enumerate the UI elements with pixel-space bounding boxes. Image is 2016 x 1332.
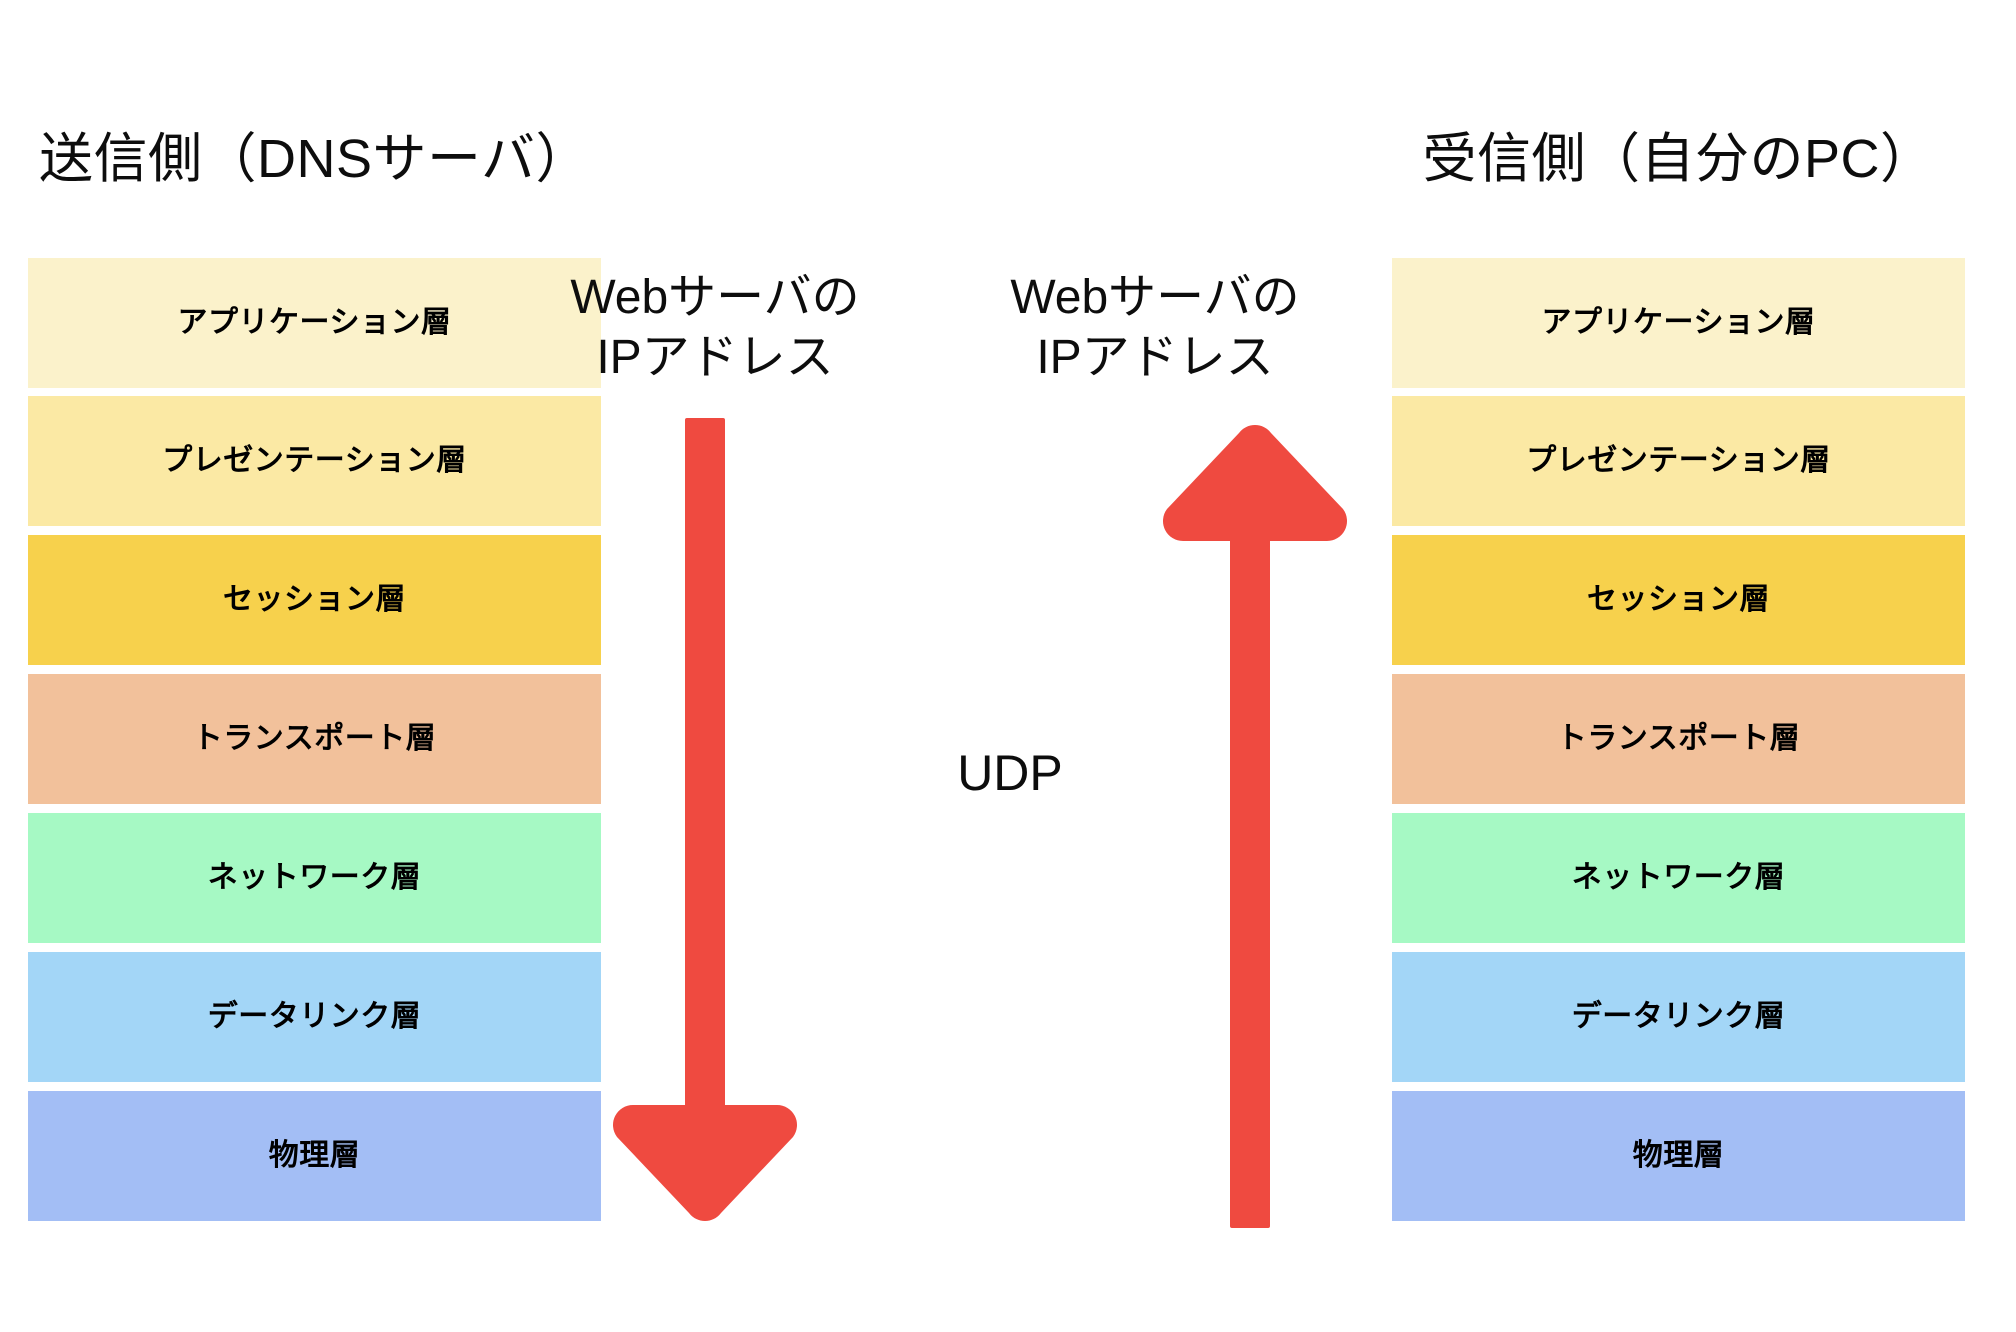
- receiver-layer-application[interactable]: アプリケーション層: [1392, 258, 1965, 388]
- sender-layer-presentation[interactable]: プレゼンテーション層: [28, 396, 601, 526]
- layer-label: トランスポート層: [192, 722, 437, 755]
- receiver-layer-stack: アプリケーション層 プレゼンテーション層 セッション層 トランスポート層 ネット…: [1392, 258, 1965, 1222]
- layer-label: プレゼンテーション層: [162, 444, 467, 477]
- sender-column-header: 送信側（DNSサーバ）: [39, 129, 590, 189]
- layer-label: プレゼンテーション層: [1526, 444, 1831, 477]
- layer-label: トランスポート層: [1556, 722, 1801, 755]
- sender-layer-transport[interactable]: トランスポート層: [28, 674, 601, 804]
- receiver-layer-presentation[interactable]: プレゼンテーション層: [1392, 396, 1965, 526]
- receiver-layer-network[interactable]: ネットワーク層: [1392, 813, 1965, 943]
- layer-label: 物理層: [1632, 1139, 1725, 1172]
- layer-label: 物理層: [268, 1139, 361, 1172]
- layer-label: セッション層: [223, 583, 406, 616]
- sender-layer-physical[interactable]: 物理層: [28, 1091, 601, 1221]
- receiver-payload-note-line1: Webサーバの: [1010, 271, 1300, 324]
- protocol-label: UDP: [957, 745, 1063, 801]
- layer-label: データリンク層: [1571, 1000, 1786, 1033]
- sender-layer-session[interactable]: セッション層: [28, 535, 601, 665]
- receiver-payload-note: Webサーバの IPアドレス: [1005, 268, 1305, 388]
- receiver-layer-session[interactable]: セッション層: [1392, 535, 1965, 665]
- layer-label: ネットワーク層: [207, 861, 422, 894]
- sender-payload-note: Webサーバの IPアドレス: [565, 268, 865, 388]
- sender-layer-application[interactable]: アプリケーション層: [28, 258, 601, 388]
- sender-layer-network[interactable]: ネットワーク層: [28, 813, 601, 943]
- layer-label: アプリケーション層: [177, 306, 452, 339]
- downward-arrow-icon: [613, 418, 797, 1221]
- layer-label: セッション層: [1587, 583, 1770, 616]
- layer-label: データリンク層: [207, 1000, 422, 1033]
- sender-layer-stack: アプリケーション層 プレゼンテーション層 セッション層 トランスポート層 ネット…: [28, 258, 601, 1222]
- upward-arrow-icon: [1163, 425, 1347, 1228]
- receiver-layer-transport[interactable]: トランスポート層: [1392, 674, 1965, 804]
- sender-payload-note-line2: IPアドレス: [596, 331, 834, 384]
- layer-label: アプリケーション層: [1541, 306, 1816, 339]
- sender-payload-note-line1: Webサーバの: [570, 271, 860, 324]
- layer-label: ネットワーク層: [1571, 861, 1786, 894]
- receiver-layer-physical[interactable]: 物理層: [1392, 1091, 1965, 1221]
- receiver-column-header: 受信側（自分のPC）: [1422, 129, 1935, 189]
- receiver-layer-datalink[interactable]: データリンク層: [1392, 952, 1965, 1082]
- receiver-payload-note-line2: IPアドレス: [1036, 331, 1274, 384]
- sender-layer-datalink[interactable]: データリンク層: [28, 952, 601, 1082]
